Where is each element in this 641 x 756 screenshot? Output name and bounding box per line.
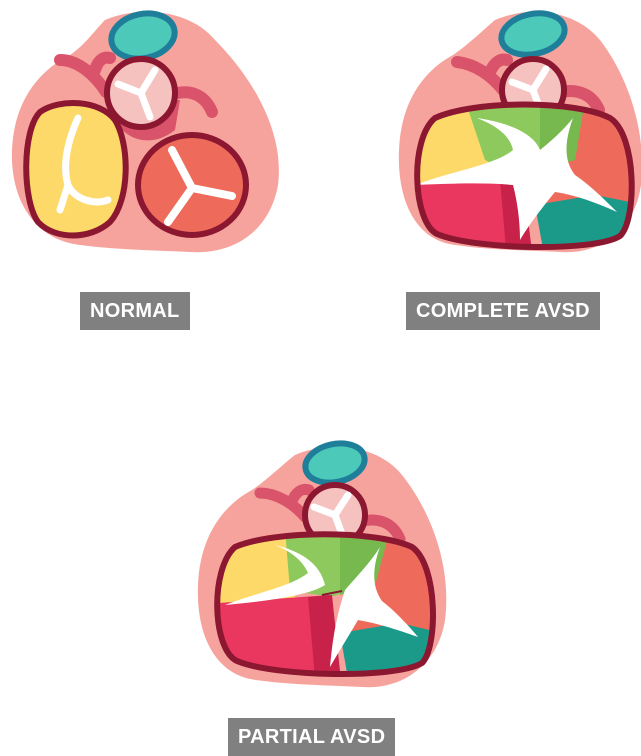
diagram-normal <box>0 0 300 300</box>
diagram-complete-avsd <box>395 0 641 300</box>
label-normal: NORMAL <box>80 292 190 330</box>
partial-avsd-heart-illustration <box>190 435 470 715</box>
label-complete-avsd: COMPLETE AVSD <box>406 292 600 330</box>
normal-heart-illustration <box>0 0 300 300</box>
complete-avsd-heart-illustration <box>395 0 641 300</box>
diagram-partial-avsd <box>190 435 470 715</box>
label-partial-avsd: PARTIAL AVSD <box>228 718 395 756</box>
